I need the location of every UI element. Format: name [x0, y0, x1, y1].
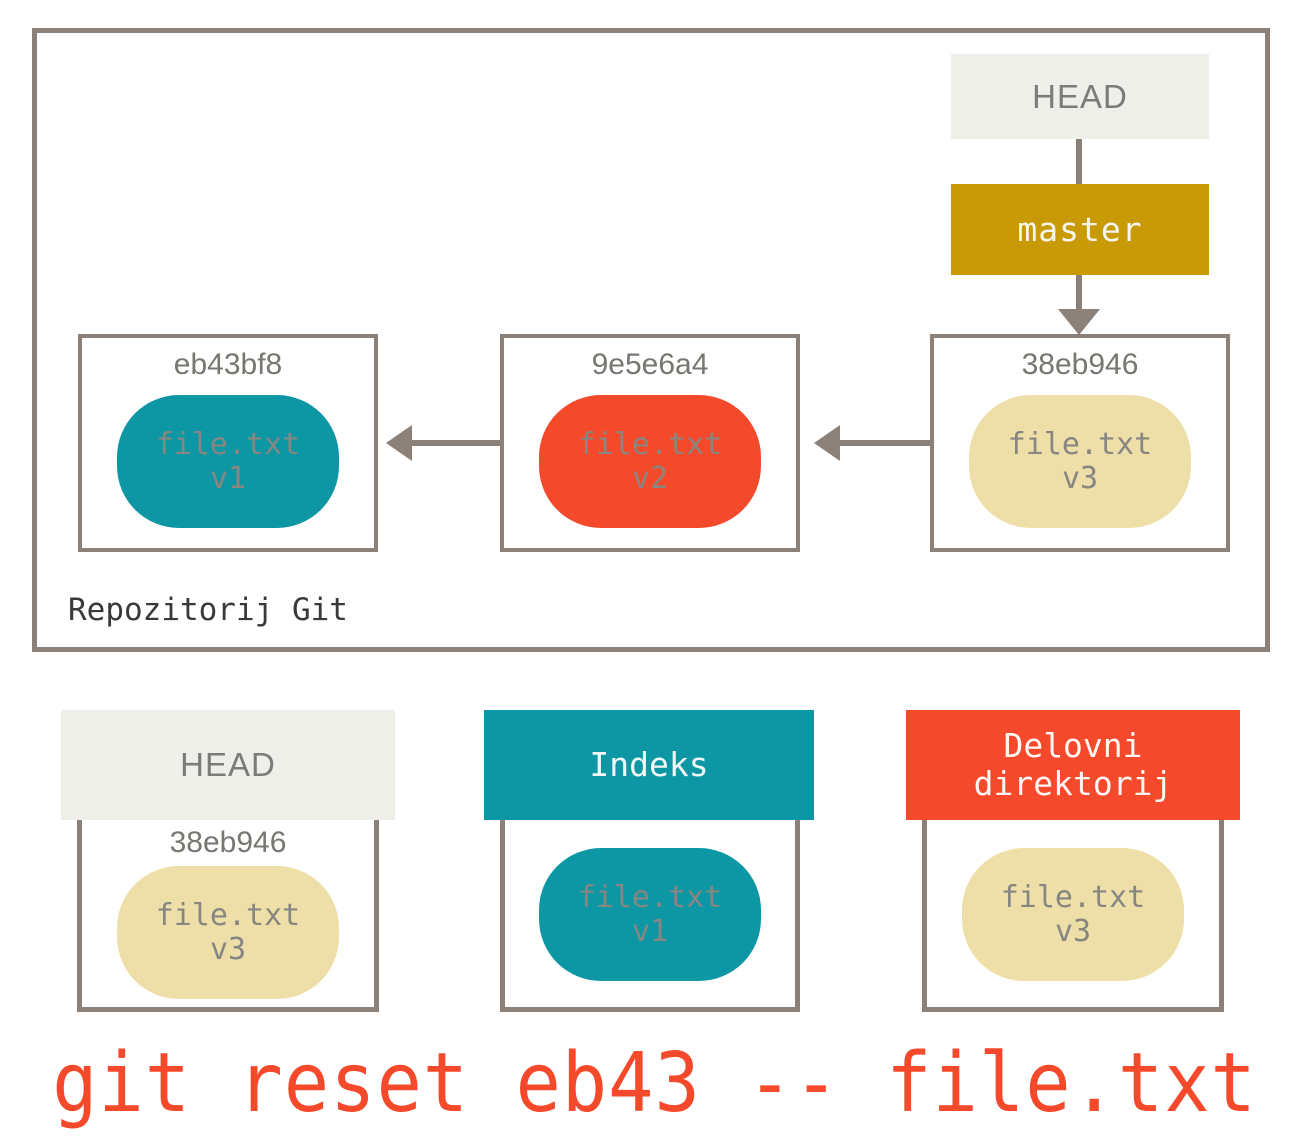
master-branch-box: master — [951, 184, 1209, 275]
master-to-commit-connector — [1076, 275, 1082, 313]
blob-version: v2 — [631, 460, 669, 496]
area-header-label: HEAD — [180, 746, 276, 784]
master-to-commit-arrowhead-icon — [1058, 309, 1100, 335]
blob-version: v1 — [209, 460, 247, 496]
blob-version: v1 — [631, 913, 669, 949]
area-commit-hash: 38eb946 — [169, 826, 287, 859]
repository-label: Repozitorij Git — [68, 592, 348, 628]
master-branch-label: master — [1017, 210, 1143, 249]
area-blob: file.txt v3 — [117, 866, 339, 999]
commit-hash: 38eb946 — [1021, 348, 1139, 381]
area-blob: file.txt v1 — [539, 848, 761, 981]
area-header-head: HEAD — [61, 710, 395, 820]
commit-parent-arrow-line — [410, 440, 504, 446]
area-header-label: Delovni direktorij — [974, 727, 1173, 802]
blob-filename: file.txt — [577, 879, 723, 915]
commit-box-9e5e6a4: 9e5e6a4 file.txt v2 — [500, 334, 800, 552]
blob-filename: file.txt — [155, 897, 301, 933]
commit-parent-arrow-line — [838, 440, 934, 446]
area-header-label-line1: Delovni — [1003, 726, 1143, 766]
blob-version: v3 — [1054, 913, 1092, 949]
commit-hash: eb43bf8 — [173, 348, 283, 381]
commit-parent-arrowhead-icon — [386, 425, 412, 461]
command-caption: git reset eb43 -- file.txt — [52, 1036, 1257, 1131]
commit-box-eb43bf8: eb43bf8 file.txt v1 — [78, 334, 378, 552]
area-header-label-line2: direktorij — [973, 764, 1173, 803]
commit-hash: 9e5e6a4 — [591, 348, 709, 381]
head-pointer-label: HEAD — [1032, 77, 1128, 115]
commit-parent-arrowhead-icon — [814, 425, 840, 461]
area-body-workdir: file.txt v3 — [922, 820, 1224, 1012]
blob-version: v3 — [209, 931, 247, 967]
area-blob: file.txt v3 — [962, 848, 1184, 981]
head-pointer-box: HEAD — [951, 54, 1209, 139]
area-header-label: Indeks — [589, 745, 709, 785]
area-header-workdir: Delovni direktorij — [906, 710, 1240, 820]
commit-blob: file.txt v1 — [117, 395, 339, 528]
blob-filename: file.txt — [577, 426, 723, 462]
area-header-index: Indeks — [484, 710, 814, 820]
blob-filename: file.txt — [1007, 426, 1153, 462]
area-body-index: file.txt v1 — [500, 820, 800, 1012]
blob-version: v3 — [1061, 460, 1099, 496]
head-to-master-connector — [1076, 139, 1082, 185]
commit-box-38eb946: 38eb946 file.txt v3 — [930, 334, 1230, 552]
area-body-head: 38eb946 file.txt v3 — [77, 820, 379, 1012]
blob-filename: file.txt — [155, 426, 301, 462]
commit-blob: file.txt v2 — [539, 395, 761, 528]
blob-filename: file.txt — [1000, 879, 1146, 915]
commit-blob: file.txt v3 — [969, 395, 1191, 528]
